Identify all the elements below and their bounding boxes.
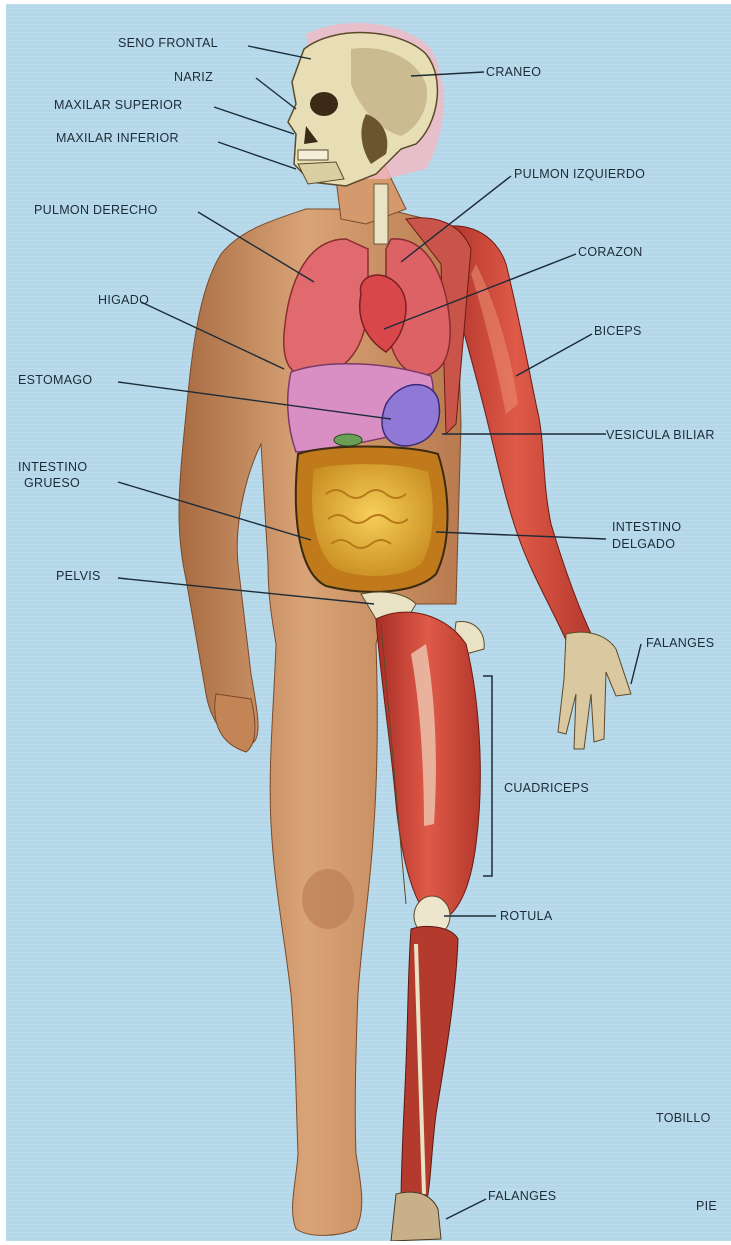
label-tobillo: TOBILLO — [656, 1111, 711, 1126]
label-craneo: CRANEO — [486, 65, 541, 80]
human-anatomy-illustration — [6, 4, 731, 1241]
label-pie: PIE — [696, 1199, 717, 1214]
trachea — [374, 184, 388, 244]
label-higado: HIGADO — [98, 293, 149, 308]
label-pulmon-izquierdo: PULMON IZQUIERDO — [514, 167, 645, 182]
label-intestino-grueso-line2: GRUESO — [24, 476, 80, 491]
label-intestino-grueso-line1: INTESTINO — [18, 460, 87, 475]
label-pulmon-derecho: PULMON DERECHO — [34, 203, 158, 218]
label-cuadriceps: CUADRICEPS — [504, 781, 589, 796]
label-falanges-mano: FALANGES — [646, 636, 714, 651]
label-vesicula-biliar: VESICULA BILIAR — [606, 428, 715, 443]
label-intestino-delgado-line2: DELGADO — [612, 537, 675, 552]
leg-muscles — [376, 612, 480, 1241]
intestines — [296, 447, 448, 592]
label-nariz: NARIZ — [174, 70, 213, 85]
quadriceps-bracket — [483, 676, 492, 876]
anatomy-figure: SENO FRONTAL NARIZ MAXILAR SUPERIOR MAXI… — [6, 4, 731, 1241]
label-corazon: CORAZON — [578, 245, 643, 260]
label-estomago: ESTOMAGO — [18, 373, 92, 388]
label-seno-frontal: SENO FRONTAL — [118, 36, 218, 51]
label-rotula: ROTULA — [500, 909, 553, 924]
label-pelvis: PELVIS — [56, 569, 101, 584]
gallbladder — [334, 434, 362, 446]
label-falanges-pie: FALANGES — [488, 1189, 556, 1204]
label-intestino-delgado-line1: INTESTINO — [612, 520, 681, 535]
label-maxilar-superior: MAXILAR SUPERIOR — [54, 98, 182, 113]
label-biceps: BICEPS — [594, 324, 642, 339]
label-maxilar-inferior: MAXILAR INFERIOR — [56, 131, 179, 146]
